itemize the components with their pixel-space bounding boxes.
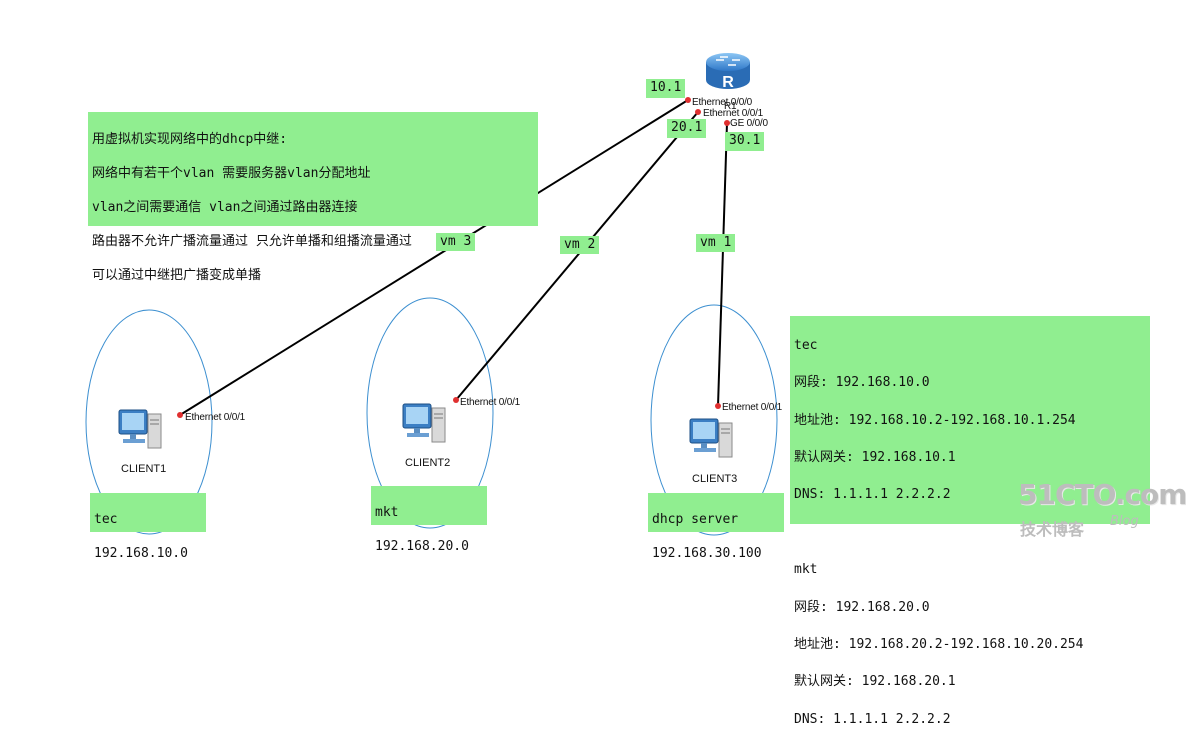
link-tag-vm1: vm 1 — [696, 234, 736, 252]
router-name-label: R1 — [724, 101, 737, 112]
client3-label: CLIENT3 — [692, 473, 738, 485]
network-name: dhcp server — [652, 512, 739, 527]
config-line: 地址池: 192.168.20.2-192.168.10.20.254 — [794, 636, 1084, 652]
router-icon[interactable]: R — [702, 48, 754, 94]
network-ip: 192.168.20.0 — [375, 539, 469, 554]
watermark-logo: 51CTO.com — [1018, 478, 1186, 511]
description-line: 路由器不允许广播流量通过 只允许单播和组播流量通过 — [92, 234, 412, 249]
description-line: vlan之间需要通信 vlan之间通过路由器连接 — [92, 200, 358, 215]
dhcp-config-box: tec 网段: 192.168.10.0 地址池: 192.168.10.2-1… — [790, 316, 1150, 727]
topology-canvas — [85, 97, 778, 536]
description-line: 网络中有若干个vlan 需要服务器vlan分配地址 — [92, 166, 371, 181]
port-dot — [724, 120, 730, 126]
config-line: DNS: 1.1.1.1 2.2.2.2 — [794, 487, 951, 503]
config-line: 默认网关: 192.168.10.1 — [794, 449, 956, 465]
description-line: 用虚拟机实现网络中的dhcp中继: — [92, 132, 288, 147]
router-ip-tag: 20.1 — [667, 119, 707, 138]
router-ip-tag: 30.1 — [725, 132, 765, 151]
network-tag-mkt: mkt 192.168.20.0 — [371, 486, 487, 554]
client3-port-label: Ethernet 0/0/1 — [722, 402, 783, 413]
svg-text:R: R — [722, 74, 734, 91]
config-line: DNS: 1.1.1.1 2.2.2.2 — [794, 711, 951, 727]
router-port-label: GE 0/0/0 — [730, 118, 768, 129]
description-box: 用虚拟机实现网络中的dhcp中继: 网络中有若干个vlan 需要服务器vlan分… — [88, 112, 538, 283]
vlan-ellipse-tec — [85, 309, 213, 535]
client2-pc-icon[interactable] — [402, 400, 446, 452]
router-ip-tag: 10.1 — [646, 79, 686, 98]
link-tag-vm2: vm 2 — [560, 236, 600, 254]
vlan-ellipse-mkt — [366, 297, 494, 529]
link-vm2 — [455, 111, 699, 401]
port-dot — [695, 109, 701, 115]
config-line — [794, 524, 1146, 543]
network-name: mkt — [375, 505, 399, 520]
vlan-ellipse-server — [650, 304, 778, 536]
network-tag-server: dhcp server 192.168.30.100 — [648, 493, 784, 561]
client1-pc-icon[interactable] — [118, 406, 162, 458]
watermark-blog: Blog — [1110, 514, 1139, 529]
network-ip: 192.168.10.0 — [94, 546, 188, 561]
link-vm3 — [179, 99, 689, 416]
config-line: 网段: 192.168.20.0 — [794, 599, 930, 615]
port-dot — [685, 97, 691, 103]
port-dot — [177, 412, 183, 418]
network-name: tec — [94, 512, 118, 527]
link-tag-vm3: vm 3 — [436, 233, 476, 251]
router-port-label: Ethernet 0/0/1 — [703, 108, 764, 119]
watermark-subtitle: 技术博客 — [1020, 520, 1085, 539]
router-port-label: Ethernet 0/0/0 — [692, 97, 753, 108]
config-line: 网段: 192.168.10.0 — [794, 375, 930, 391]
link-vm1 — [717, 122, 728, 407]
network-tag-tec: tec 192.168.10.0 — [90, 493, 206, 561]
description-line: 可以通过中继把广播变成单播 — [92, 268, 262, 283]
port-dot — [453, 397, 459, 403]
client3-pc-icon[interactable] — [689, 415, 733, 467]
client2-port-label: Ethernet 0/0/1 — [460, 397, 521, 408]
config-line: 地址池: 192.168.10.2-192.168.10.1.254 — [794, 412, 1076, 428]
client2-label: CLIENT2 — [405, 457, 451, 469]
network-ip: 192.168.30.100 — [652, 546, 762, 561]
client1-label: CLIENT1 — [121, 463, 167, 475]
config-line: tec — [794, 337, 818, 353]
config-line: 默认网关: 192.168.20.1 — [794, 674, 956, 690]
config-line: mkt — [794, 562, 818, 578]
port-dot — [715, 403, 721, 409]
client1-port-label: Ethernet 0/0/1 — [185, 412, 246, 423]
